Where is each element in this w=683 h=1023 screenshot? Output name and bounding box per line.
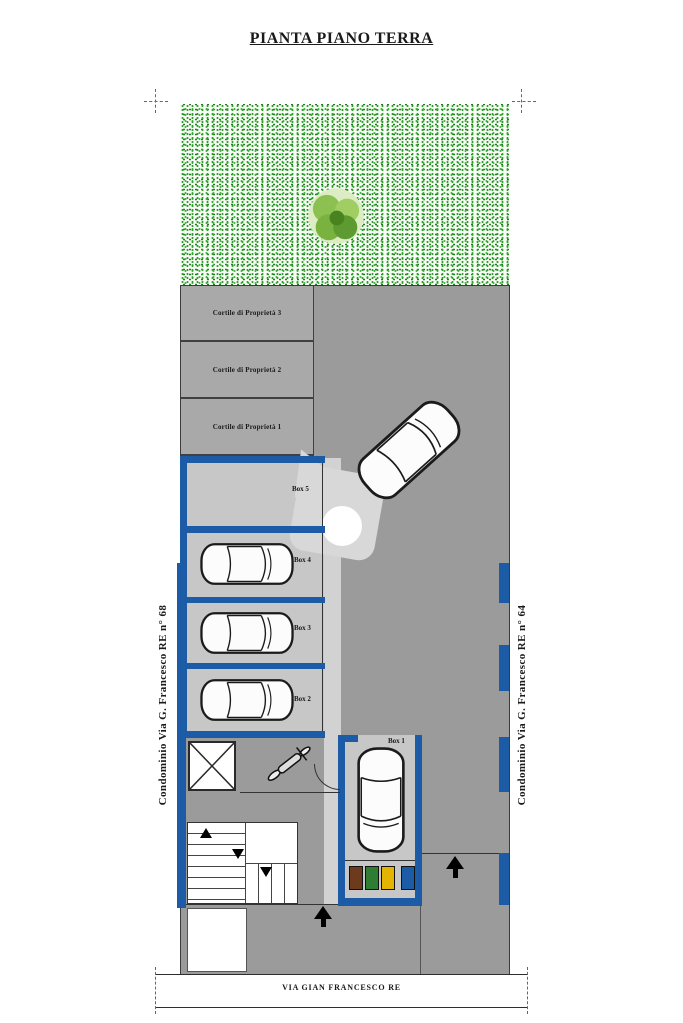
box-5-label: Box 5	[292, 485, 309, 493]
wall	[180, 597, 325, 603]
wall	[180, 526, 325, 533]
bin-area-line	[345, 860, 415, 861]
boundary-tick	[155, 967, 156, 1014]
street-label: VIA GIAN FRANCESCO RE	[282, 983, 401, 992]
tree-icon	[308, 188, 364, 244]
car-top-icon	[355, 745, 407, 855]
road-line	[155, 974, 528, 975]
courtyard-wall-line	[422, 853, 499, 854]
box-4-label: Box 4	[294, 556, 311, 564]
wall-right-building	[499, 645, 509, 691]
elevator-x-icon	[189, 742, 235, 790]
box-3-label: Box 3	[294, 624, 311, 632]
room-cortile-1: Cortile di Proprietà 1	[181, 399, 314, 456]
road-line	[155, 1007, 528, 1008]
box-1-label: Box 1	[388, 737, 405, 745]
right-building-label: Condominio Via G. Francesco RE n° 64	[516, 604, 528, 806]
interior-wall-line	[240, 792, 340, 793]
stair-direction-arrow-icon	[200, 828, 212, 838]
stair-treads	[188, 823, 246, 903]
car-top-icon	[194, 677, 300, 723]
wall-right-building	[499, 737, 509, 792]
waste-bin-yellow	[381, 866, 395, 890]
stair-direction-arrow-icon	[260, 867, 272, 877]
car-top-icon	[194, 541, 300, 587]
building-wall-line	[186, 904, 338, 905]
cortile-1-label: Cortile di Proprietà 1	[212, 422, 282, 431]
garage-door-line	[322, 463, 323, 526]
cortile-2-label: Cortile di Proprietà 2	[212, 365, 282, 374]
survey-tick	[155, 89, 156, 113]
room-cortile-2: Cortile di Proprietà 2	[181, 342, 314, 399]
entrance-arrow-icon	[314, 906, 332, 928]
watermark-logo	[322, 506, 362, 546]
wall-right-building	[499, 563, 509, 603]
car-top-icon	[194, 610, 300, 656]
wall	[338, 735, 358, 742]
survey-tick	[512, 101, 536, 102]
wall	[338, 898, 422, 906]
wall	[180, 731, 325, 738]
entrance-arrow-icon	[446, 856, 464, 878]
driveway-lane	[324, 458, 341, 905]
elevator	[188, 741, 236, 791]
waste-bin-blue	[401, 866, 415, 890]
garage-door-line	[322, 533, 323, 597]
light-well	[187, 908, 247, 972]
garage-door-line	[322, 603, 323, 663]
waste-bin-brown	[349, 866, 363, 890]
wall	[180, 456, 325, 463]
wall	[180, 663, 325, 669]
staircase	[187, 822, 298, 904]
box-2-label: Box 2	[294, 695, 311, 703]
page-title: PIANTA PIANO TERRA	[249, 30, 434, 47]
room-cortile-3: Cortile di Proprietà 3	[181, 286, 314, 342]
stair-direction-arrow-icon	[232, 849, 244, 859]
waste-bin-green	[365, 866, 379, 890]
wall-box1-right	[415, 735, 422, 905]
wall-right-building	[499, 853, 509, 905]
garage-door-line	[322, 669, 323, 731]
wall-box1-left	[338, 735, 345, 905]
left-building-label: Condominio Via G. Francesco RE n° 68	[157, 604, 169, 806]
cortile-3-label: Cortile di Proprietà 3	[212, 309, 282, 317]
boundary-tick	[527, 967, 528, 1014]
wall-line	[420, 906, 421, 975]
wall-left-building	[177, 563, 186, 908]
survey-tick	[521, 89, 522, 113]
survey-tick	[144, 101, 168, 102]
